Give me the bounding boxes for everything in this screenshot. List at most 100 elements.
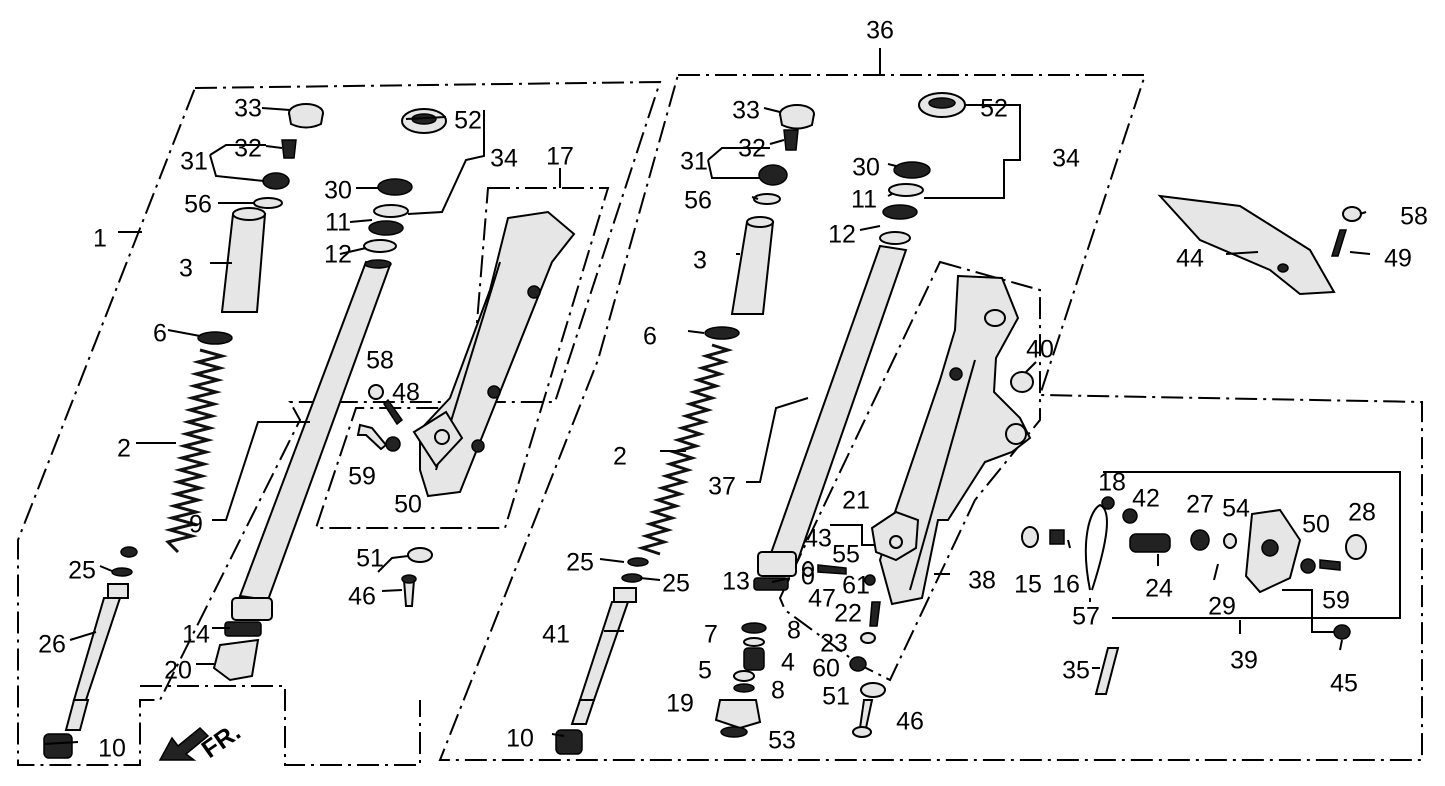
right-fork-group-outline	[438, 74, 1423, 761]
part-55-bolt	[817, 564, 847, 575]
part-8-ring	[743, 637, 765, 647]
part-56-o-ring	[253, 197, 283, 209]
callout-label: 22	[834, 600, 862, 628]
callout-label: 30	[324, 177, 352, 205]
part-38-boss	[949, 367, 963, 381]
part-38-top-hole	[984, 309, 1006, 327]
part-17-boss-3	[471, 439, 485, 453]
callout-label: 11	[325, 209, 351, 237]
callout-label: 19	[666, 690, 694, 718]
part-45-bolt	[1333, 624, 1351, 640]
callout-label: 34	[490, 145, 518, 173]
callout-label: 12	[828, 221, 856, 249]
part-59-bolt	[356, 423, 388, 451]
part-17-mount-hole	[434, 429, 450, 445]
callout-label: 29	[1208, 593, 1236, 621]
part-50-nut	[385, 436, 401, 452]
callout-label: 0	[801, 563, 815, 591]
callout-label: 1	[93, 225, 107, 253]
part-3-spacer-top	[232, 207, 266, 221]
callout-label: 32	[738, 135, 766, 163]
callout-label: 4	[781, 649, 795, 677]
callout-label: 26	[38, 631, 66, 659]
callout-label: 6	[153, 320, 167, 348]
part-42-bleeder	[1122, 508, 1138, 524]
callout-label: 6	[643, 323, 657, 351]
callout-label: 39	[1230, 647, 1258, 675]
part-53-o-ring	[720, 726, 748, 738]
callout-label: 36	[866, 17, 894, 45]
part-16-pin	[1049, 529, 1065, 545]
part-20-oil-lock	[212, 638, 260, 682]
callout-label: 61	[842, 572, 870, 600]
caliper-group-39-outline	[1103, 471, 1401, 619]
part-51-washer	[407, 547, 433, 563]
part-33-cap-body	[288, 112, 324, 129]
callout-label: 25	[68, 557, 96, 585]
part-14-slide-bushing	[231, 597, 273, 621]
callout-label: 3	[693, 247, 707, 275]
callout-label: 40	[1026, 336, 1054, 364]
callout-label: 47	[808, 585, 836, 613]
part-6-spring-seat	[197, 331, 233, 345]
part-6-spring-seat-right	[704, 326, 740, 340]
callout-label: 9	[189, 511, 203, 539]
part-58-cap	[368, 384, 384, 400]
callout-label: 8	[771, 677, 785, 705]
callout-label: 37	[708, 473, 736, 501]
callout-label: 59	[1322, 587, 1350, 615]
part-46-axle-bolt-right	[858, 699, 874, 729]
callout-label: 34	[1052, 145, 1080, 173]
part-12-bushing	[368, 220, 404, 236]
part-57-spring-clip	[1084, 503, 1108, 591]
part-48-bolt	[383, 398, 404, 426]
part-25-ring-right-b	[621, 573, 643, 583]
callout-label: 12	[324, 241, 352, 269]
part-46-axle-bolt-head	[401, 574, 417, 584]
part-43-washer	[802, 561, 814, 577]
callout-label: 33	[732, 97, 760, 125]
callout-label: 25	[566, 549, 594, 577]
callout-label: 16	[1052, 571, 1080, 599]
callout-label: 3	[179, 255, 193, 283]
callout-label: 8	[787, 617, 801, 645]
part-29-pin	[1213, 563, 1219, 581]
front-arrow-icon	[158, 726, 210, 761]
part-35-emblem	[1094, 647, 1120, 695]
part-50-nut-right	[1300, 558, 1316, 574]
callout-label: 52	[980, 95, 1008, 123]
callout-label: 30	[852, 154, 880, 182]
part-31-cap-bolt-right	[758, 164, 788, 186]
callout-label: 7	[704, 621, 718, 649]
left-lower-group-outline	[140, 685, 421, 766]
callout-label: 25	[662, 570, 690, 598]
part-38-slider-edge	[909, 359, 976, 591]
callout-label: 45	[1330, 670, 1358, 698]
part-19-adjuster	[714, 699, 762, 730]
part-21-bracket-hole	[889, 535, 903, 549]
part-9-fork-tube-top	[364, 259, 392, 269]
part-12-bushing-lower	[363, 239, 397, 253]
part-17-boss-2	[487, 385, 501, 399]
part-58-cap-right	[1342, 206, 1362, 222]
callout-label: 55	[832, 541, 860, 569]
part-22-drain-bolt	[869, 601, 881, 627]
part-14-slide-bushing-ring	[224, 621, 262, 637]
callout-label: 56	[684, 187, 712, 215]
part-7-washer	[741, 622, 767, 634]
callout-label: 56	[184, 191, 212, 219]
callout-label: 2	[613, 443, 627, 471]
part-18-bleed-cap	[1101, 496, 1115, 510]
part-41-damper-rod-end	[570, 699, 596, 725]
part-32-valve-right	[783, 129, 799, 151]
callout-label: 18	[1098, 469, 1126, 497]
part-2-fork-spring	[164, 348, 228, 554]
part-10-piston-ring-right	[555, 729, 583, 755]
part-12-bushing-right	[882, 204, 918, 220]
callout-label: 46	[896, 708, 924, 736]
callout-label: 60	[812, 655, 840, 683]
part-52-dust-seal-right-inner	[928, 97, 956, 109]
part-54-pad-shim	[1223, 533, 1237, 549]
callout-label: 13	[722, 568, 750, 596]
